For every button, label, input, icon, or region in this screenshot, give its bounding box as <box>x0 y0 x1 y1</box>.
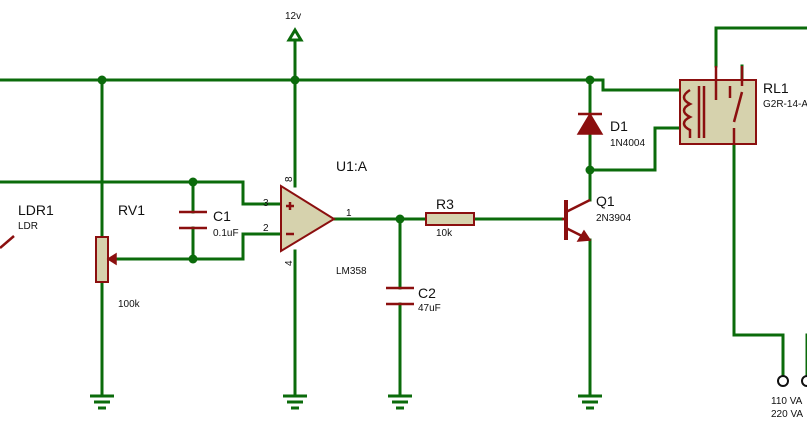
mains-label-220: 220 VA <box>771 409 803 420</box>
junction-dot <box>97 75 107 85</box>
junction-dot <box>585 75 595 85</box>
d1-value: 1N4004 <box>610 138 645 149</box>
wire-collector-relay <box>588 126 682 172</box>
u1-ref: U1:A <box>336 158 368 174</box>
ldr-light-arrow-icon <box>0 235 15 249</box>
r3-ref: R3 <box>436 196 454 212</box>
rv1-value: 100k <box>118 299 141 310</box>
u1-pin-noninv: 3 <box>263 198 269 209</box>
u1-plus-icon <box>286 202 294 210</box>
r3-value: 10k <box>436 228 453 239</box>
grounds <box>90 394 602 410</box>
d1-diode: D1 1N4004 <box>576 112 645 149</box>
c1-ref: C1 <box>213 208 231 224</box>
wire-input-top <box>0 180 283 206</box>
wires <box>0 26 807 398</box>
q1-collector-lead <box>565 198 591 214</box>
rv1-ref: RV1 <box>118 202 145 218</box>
junction-dot <box>188 254 198 264</box>
junction-dot <box>290 75 300 85</box>
d1-ref: D1 <box>610 118 628 134</box>
terminal-icon <box>777 375 789 387</box>
wire-wiper <box>111 232 283 261</box>
wire-relay-top <box>714 26 807 68</box>
q1-value: 2N3904 <box>596 213 631 224</box>
c1-value: 0.1uF <box>213 228 239 239</box>
c1-capacitor: C1 0.1uF <box>179 208 239 239</box>
ground-icon <box>578 394 602 410</box>
ground-icon <box>388 394 412 410</box>
junction-dot <box>188 177 198 187</box>
u1-pin-inv: 2 <box>263 223 269 234</box>
ldr1: LDR1 LDR <box>0 202 54 249</box>
terminal-icon <box>801 375 807 387</box>
u1-body <box>280 184 336 253</box>
supply-12v: 12v <box>285 11 304 42</box>
r3-body <box>425 212 475 226</box>
rl1-relay: RL1 G2R-14-A <box>679 66 807 145</box>
u1-pin-vcc: 8 <box>284 176 295 182</box>
wire-rail-to-relay <box>588 78 682 92</box>
q1-emitter-arrow-icon <box>576 229 592 242</box>
u1-opamp: 3 2 1 8 4 U1:A LM358 <box>263 158 368 277</box>
rv1-potentiometer: RV1 100k <box>95 202 145 310</box>
supply-label: 12v <box>285 11 301 22</box>
rv1-body <box>95 236 109 283</box>
d1-triangle-icon <box>576 112 604 135</box>
r3-resistor: R3 10k <box>425 196 475 239</box>
ldr1-value: LDR <box>18 221 38 232</box>
u1-pin-gnd: 4 <box>284 260 295 266</box>
ground-icon <box>283 394 307 410</box>
ldr1-ref: LDR1 <box>18 202 54 218</box>
rl1-coil-icon <box>682 88 693 138</box>
supply-arrow-icon <box>286 27 304 42</box>
mains-terminals: 110 VA 220 VA <box>771 375 807 420</box>
c2-value: 47uF <box>418 303 441 314</box>
mains-label-110: 110 VA <box>771 396 803 407</box>
rl1-body <box>679 79 757 145</box>
c2-ref: C2 <box>418 285 436 301</box>
q1-transistor: Q1 2N3904 <box>562 193 631 242</box>
junction-dot <box>395 214 405 224</box>
u1-pin-out: 1 <box>346 208 352 219</box>
u1-value: LM358 <box>336 266 367 277</box>
c2-capacitor: C2 47uF <box>386 285 441 314</box>
junctions <box>97 75 595 264</box>
rl1-contact-pin <box>714 86 732 100</box>
rl1-switch-arm <box>732 91 744 123</box>
rv1-wiper-arrow-icon <box>106 252 117 266</box>
rl1-value: G2R-14-A <box>763 99 807 110</box>
wire-relay-out <box>732 142 785 378</box>
ground-icon <box>90 394 114 410</box>
q1-ref: Q1 <box>596 193 615 209</box>
rl1-ref: RL1 <box>763 80 789 96</box>
junction-dot <box>585 165 595 175</box>
